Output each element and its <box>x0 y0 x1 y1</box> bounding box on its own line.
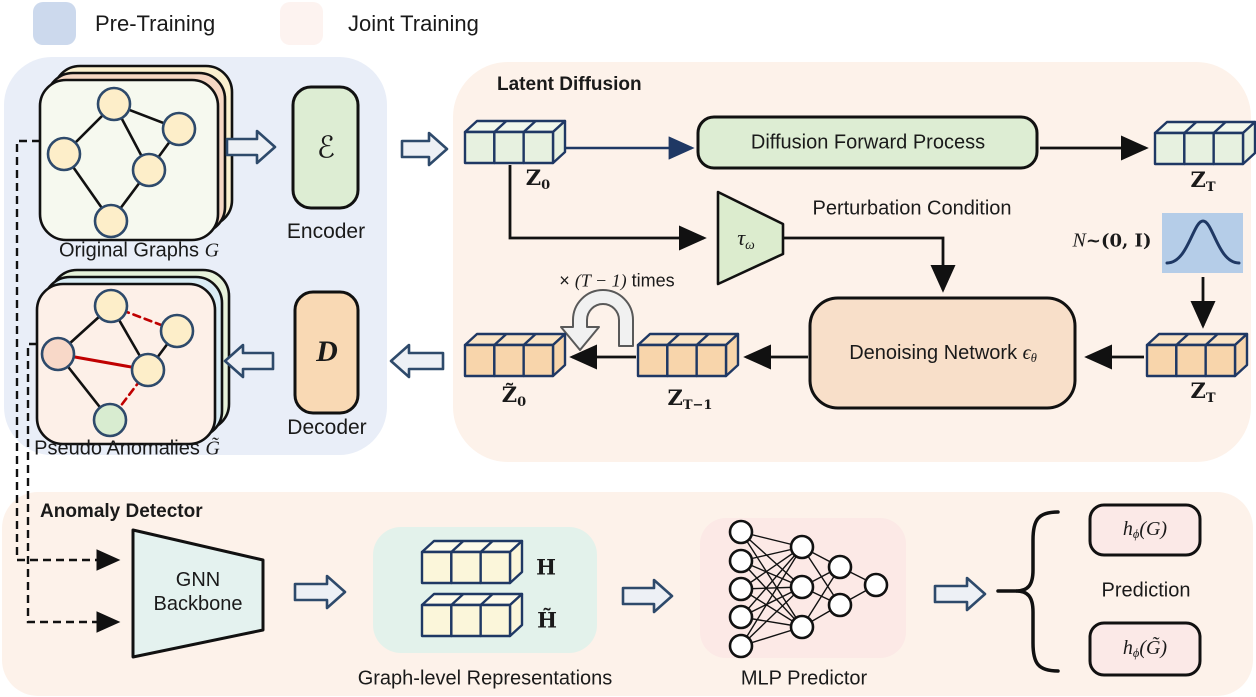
mlp-neuron <box>728 519 754 545</box>
z0-label: Z0 <box>525 165 551 193</box>
mlp-neuron <box>728 604 754 630</box>
latent-cubes <box>420 119 1256 638</box>
mlp-neuron <box>728 548 754 574</box>
arrow-graphs-to-encoder <box>225 129 277 165</box>
zTm1-cubes <box>636 332 740 378</box>
decoder-symbol: D <box>316 335 338 368</box>
pseudo-anomaly-graph <box>40 288 195 438</box>
decoder-box <box>293 290 360 415</box>
mlp-neuron <box>728 633 754 659</box>
h-label: H <box>536 554 556 580</box>
zTm1-label: ZT−1 <box>667 385 713 413</box>
encoder-symbol: ℰ <box>316 130 336 166</box>
perturbation-condition-label: Perturbation Condition <box>812 197 1012 220</box>
h-tilde-cubes <box>420 592 524 638</box>
tau-label: τω <box>737 225 755 252</box>
prediction-label: Prediction <box>1101 579 1191 602</box>
zT-bottom-label: ZT <box>1190 378 1216 406</box>
original-graph <box>46 86 197 239</box>
arrow-mlp-to-prediction <box>933 576 987 612</box>
dashed-connectors <box>15 139 121 633</box>
mlp-predictor-label: MLP Predictor <box>740 667 868 690</box>
encoder-label: Encoder <box>286 220 366 243</box>
latent-diffusion-title: Latent Diffusion <box>497 74 642 95</box>
diffusion-forward-box <box>696 115 1039 170</box>
legend-joint-label: Joint Training <box>348 11 479 36</box>
mlp-neuron <box>789 614 815 640</box>
noise-distribution-label: N~(0, I) <box>1072 229 1152 252</box>
zT-top-cubes <box>1153 120 1256 166</box>
h-cubes <box>420 539 524 585</box>
pseudo-anomalies-card <box>35 268 231 446</box>
prediction-g-box <box>1088 503 1202 557</box>
legend-pretraining-label: Pre-Training <box>95 11 216 36</box>
zT-top-label: ZT <box>1190 167 1216 195</box>
flow-arrows <box>508 135 1216 370</box>
original-graphs-card <box>38 64 234 242</box>
denoising-network-box <box>808 296 1077 410</box>
mlp-neuron <box>863 572 889 598</box>
encoder-box <box>291 85 360 210</box>
representations-label: Graph-level Representations <box>357 667 613 690</box>
mlp-neuron <box>827 554 853 580</box>
gnn-backbone-shape <box>131 528 265 659</box>
mlp-neuron <box>789 534 815 560</box>
mlp-neuron <box>728 576 754 602</box>
prediction-brace <box>996 510 1060 673</box>
arrow-decoder-to-pseudo <box>223 343 275 379</box>
z0-tilde-cubes <box>463 332 567 378</box>
h-tilde-label: H̃ <box>537 607 557 633</box>
prediction-gt-box <box>1088 621 1202 677</box>
arrow-gnn-to-representations <box>293 574 347 610</box>
zT-bottom-cubes <box>1145 332 1249 378</box>
arrow-encoder-to-latent <box>400 131 449 167</box>
loop-times-label: × (T − 1) times <box>559 270 675 291</box>
gaussian-noise-icon <box>1162 213 1243 273</box>
denoising-network-label: Denoising Network ϵθ <box>849 341 1037 366</box>
arrow-latent-to-decoder <box>389 343 445 379</box>
prediction-g-value: hϕ(G) <box>1122 517 1168 542</box>
tau-condition-encoder <box>716 190 785 286</box>
pseudo-anomalies-label: Pseudo Anomalies G̃ <box>34 437 220 460</box>
loop-arrow-icon <box>560 289 634 351</box>
original-graphs-label: Original Graphs G <box>58 239 220 262</box>
z0-tilde-label: Z̃0 <box>501 382 527 410</box>
legend-pretraining-swatch <box>33 2 76 45</box>
z0-cubes <box>463 119 567 165</box>
legend-joint-swatch <box>280 2 323 45</box>
decoder-label: Decoder <box>287 416 367 439</box>
arrow-representations-to-mlp <box>621 578 674 614</box>
prediction-gt-value: hϕ(G̃) <box>1122 636 1168 661</box>
mlp-neuron <box>789 574 815 600</box>
mlp-network <box>728 519 889 659</box>
diffusion-forward-label: Diffusion Forward Process <box>750 131 986 154</box>
mlp-neuron <box>827 592 853 618</box>
block-arrows <box>223 129 987 614</box>
anomaly-detector-title: Anomaly Detector <box>40 501 203 522</box>
